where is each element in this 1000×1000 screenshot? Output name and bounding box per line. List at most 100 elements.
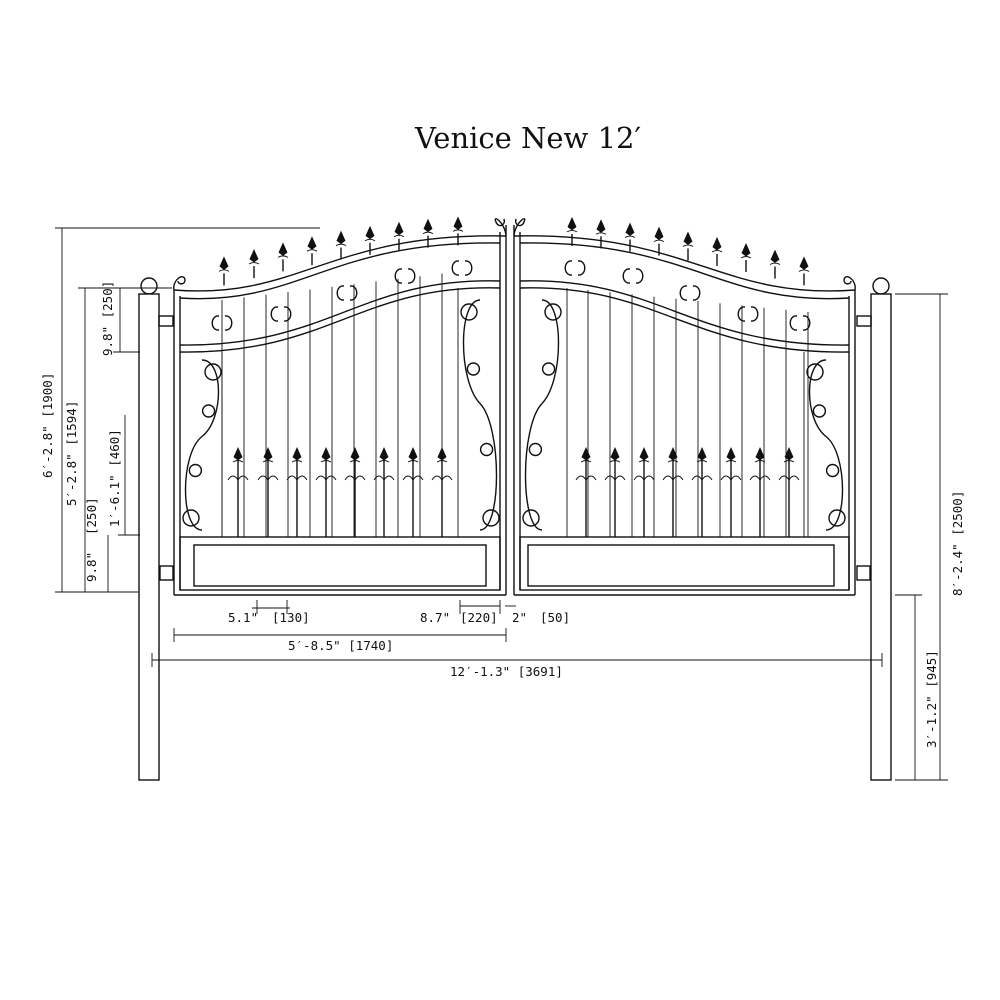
dimension-labels: 6′-2.8" [1900] 5′-2.8" [1594] 9.8" [250]… — [40, 281, 965, 748]
finial-icon — [233, 447, 243, 461]
finial-icon — [683, 231, 693, 245]
scroll-curl-icon — [188, 463, 203, 478]
finial-icon — [219, 256, 229, 270]
finial-collar-icon — [248, 262, 260, 265]
c-scroll-icon — [270, 306, 279, 322]
scroll-curl-icon — [541, 362, 556, 376]
finial-collar-icon — [711, 249, 723, 253]
finial-collar-icon — [595, 232, 607, 235]
post-height-label: 8′-2.4" [2500] — [950, 491, 965, 596]
mini-scroll-icon — [720, 475, 742, 481]
finial-icon — [639, 447, 649, 461]
mini-scroll-icon — [749, 475, 771, 481]
finial-collar-icon — [277, 255, 289, 258]
finial-icon — [394, 221, 404, 236]
scroll-curl-icon — [528, 442, 543, 457]
finial-icon — [668, 447, 678, 461]
c-scroll-icon — [750, 306, 759, 322]
finial-collar-icon — [798, 269, 810, 272]
drawing-title: Venice New 12′ — [414, 121, 641, 155]
finial-collar-icon — [609, 460, 621, 463]
finial-icon — [336, 230, 346, 245]
finial-icon — [263, 447, 273, 461]
top-panel-label: 9.8" [250] — [100, 281, 115, 356]
finial-collar-icon — [653, 239, 665, 242]
mini-scroll-icon — [691, 475, 713, 481]
finial-icon — [437, 447, 447, 461]
mini-scroll-icon — [431, 475, 453, 481]
c-scroll-icon — [349, 285, 358, 301]
c-scroll-icon — [577, 260, 586, 276]
right-gate-leaf — [513, 225, 856, 596]
gate-height-label: 5′-2.8" [1594] — [64, 401, 79, 506]
finial-collar-icon — [783, 460, 795, 463]
finial-icon — [567, 216, 577, 231]
bottom-band-value-label: 9.8" — [84, 552, 99, 582]
center-gap-mm-label: [50] — [540, 610, 570, 625]
finial-collar-icon — [754, 460, 766, 463]
finial-icon — [755, 447, 765, 461]
finial-icon — [712, 236, 722, 251]
post-burial-label: 3′-1.2" [945] — [924, 650, 939, 748]
finial-icon — [799, 256, 809, 270]
leaf-width-label: 5′-8.5" [1740] — [288, 638, 393, 653]
finial-collar-icon — [667, 460, 679, 463]
finial-collar-icon — [769, 262, 781, 265]
center-gap-label: 2" — [512, 610, 527, 625]
finial-collar-icon — [364, 238, 376, 242]
finial-icon — [654, 226, 664, 241]
finial-collar-icon — [580, 460, 592, 463]
mini-scroll-icon — [286, 475, 308, 481]
c-scroll-icon — [224, 315, 233, 331]
mini-scroll-icon — [344, 475, 366, 481]
mini-scroll-icon — [575, 475, 597, 481]
mini-scroll-icon — [373, 475, 395, 481]
mini-scroll-icon — [227, 475, 249, 481]
finial-collar-icon — [436, 460, 448, 463]
overall-width-label: 12′-1.3" [3691] — [450, 664, 563, 679]
c-scroll-icon — [564, 260, 573, 276]
latch-gap-label: 8.7" — [420, 610, 450, 625]
center-curl-icons — [173, 218, 856, 291]
finial-icon — [408, 447, 418, 461]
finial-icon — [610, 447, 620, 461]
finial-icon — [596, 219, 606, 233]
finial-icon — [697, 447, 707, 461]
finial-collar-icon — [740, 256, 752, 259]
scroll-curl-icon — [460, 303, 478, 321]
finial-collar-icon — [378, 460, 390, 463]
finial-collar-icon — [624, 235, 636, 238]
left-post — [138, 277, 160, 781]
finial-collar-icon — [232, 460, 244, 463]
mini-scroll-icon — [604, 475, 626, 481]
c-scroll-icon — [211, 315, 220, 331]
finial-collar-icon — [218, 269, 230, 272]
finial-collar-icon — [422, 231, 434, 235]
s-scroll-icon — [184, 359, 220, 531]
mini-scroll-icon — [257, 475, 279, 481]
finial-icon — [423, 218, 433, 233]
scroll-curl-icon — [201, 404, 216, 418]
picket-spacing-mm-label: [130] — [272, 610, 310, 625]
c-scroll-icon — [394, 268, 403, 284]
s-scroll-icon — [462, 299, 498, 531]
finial-icon — [726, 447, 736, 461]
c-scroll-icon — [464, 260, 473, 276]
scroll-curl-icon — [522, 509, 540, 527]
finial-icon — [625, 222, 635, 237]
scroll-curl-icon — [806, 363, 824, 381]
bottom-band-mm-label: [250] — [84, 497, 99, 535]
c-scroll-icon — [622, 268, 631, 284]
c-scroll-icon — [407, 268, 416, 284]
dimension-lines — [55, 227, 948, 781]
c-scroll-icon — [802, 315, 811, 331]
c-scroll-icon — [789, 315, 798, 331]
finial-icon — [350, 447, 360, 461]
mini-scroll-icon — [778, 475, 800, 481]
c-scroll-icon — [336, 285, 345, 301]
lower-zone-label: 1′-6.1" [460] — [107, 429, 122, 527]
scroll-curl-icon — [182, 509, 200, 527]
scroll-curl-icon — [544, 303, 562, 321]
latch-gap-mm-label: [220] — [460, 610, 498, 625]
